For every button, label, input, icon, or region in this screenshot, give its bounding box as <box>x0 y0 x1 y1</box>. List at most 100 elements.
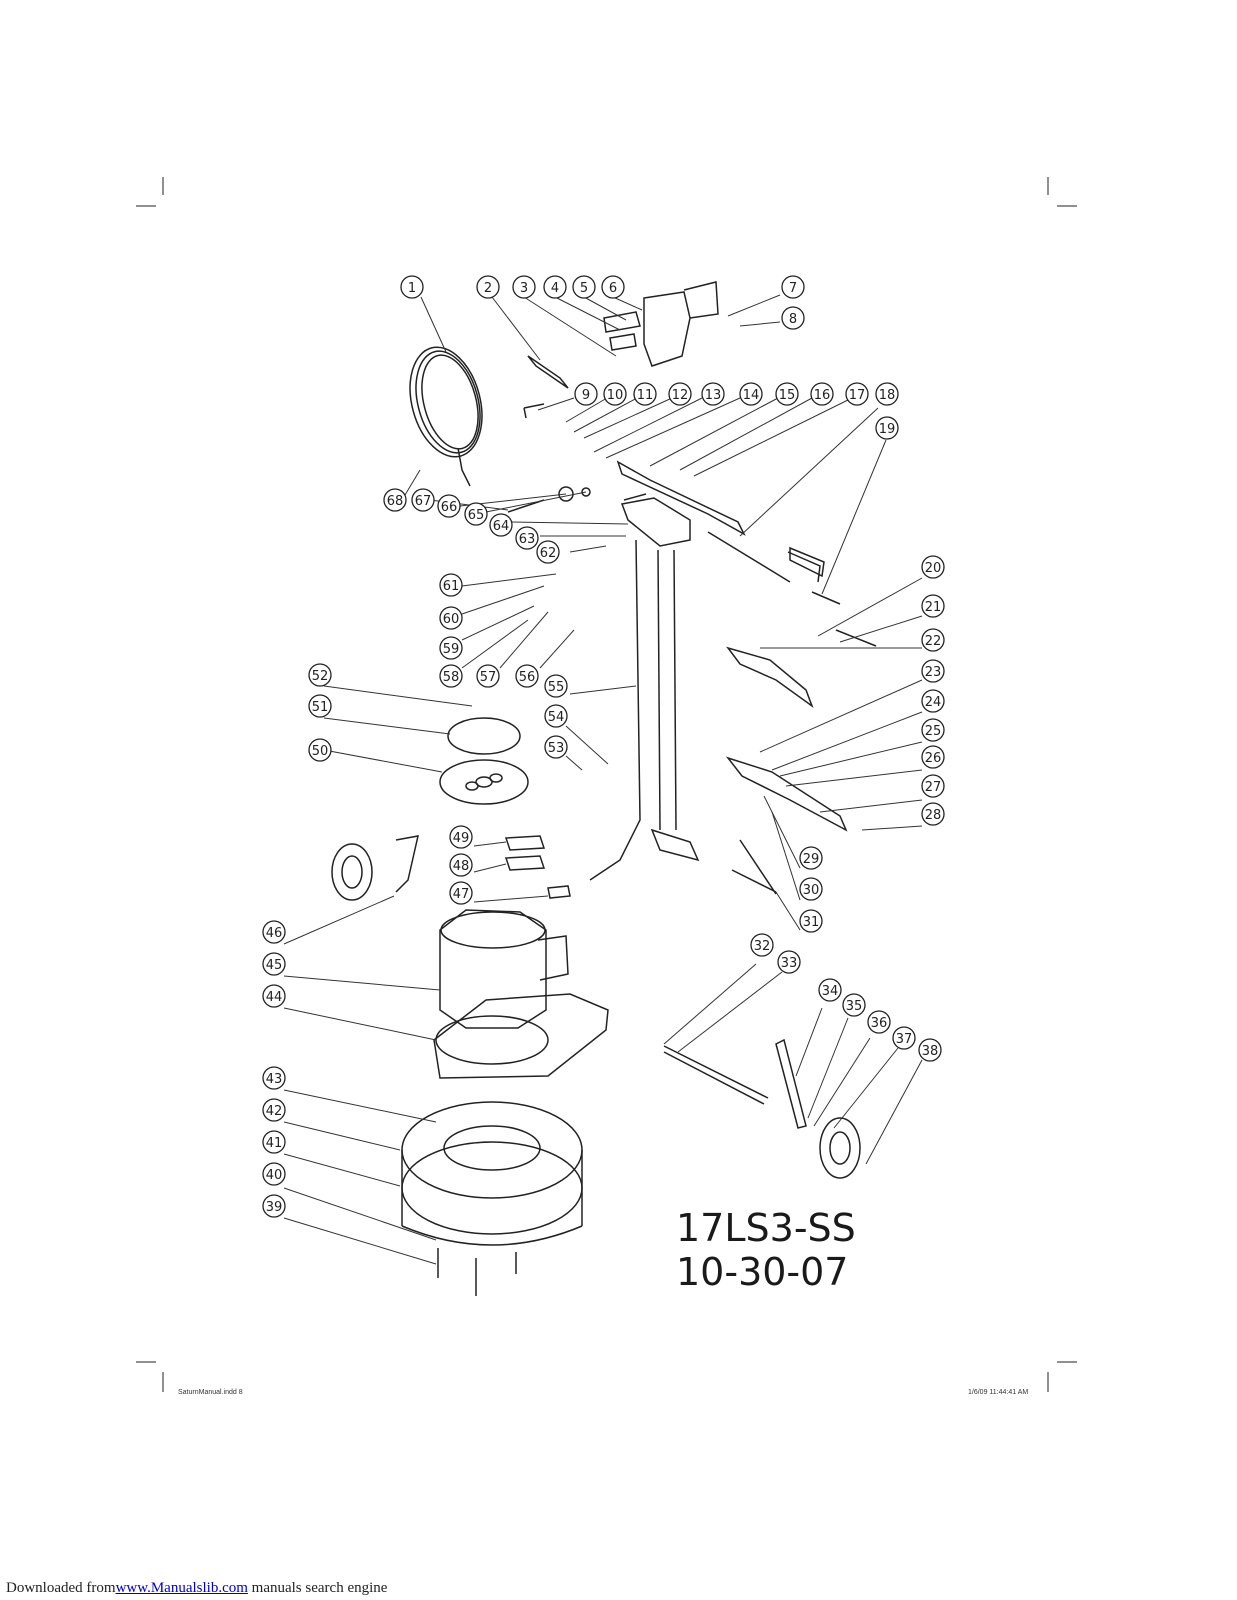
callout-14: 14 <box>739 382 763 406</box>
download-suffix: manuals search engine <box>247 1580 388 1596</box>
callout-34: 34 <box>818 978 842 1002</box>
callout-20: 20 <box>921 555 945 579</box>
callout-number: 35 <box>846 999 863 1014</box>
callout-13: 13 <box>701 382 725 406</box>
callout-21: 21 <box>921 594 945 618</box>
callout-50: 50 <box>308 738 332 762</box>
callout-27: 27 <box>921 774 945 798</box>
callout-2: 2 <box>476 275 500 299</box>
pad-plate <box>447 717 521 755</box>
callout-number: 36 <box>871 1016 888 1031</box>
callout-51: 51 <box>308 694 332 718</box>
footer-file-label: SaturnManual.indd 8 <box>178 1389 243 1396</box>
callout-number: 16 <box>814 388 831 403</box>
callout-number: 29 <box>803 852 820 867</box>
chassis <box>433 993 609 1079</box>
callout-26: 26 <box>921 745 945 769</box>
model-date: 10-30-07 <box>676 1250 849 1294</box>
callout-number: 53 <box>548 741 565 756</box>
callout-45: 45 <box>262 952 286 976</box>
callout-1: 1 <box>400 275 424 299</box>
callout-43: 43 <box>262 1066 286 1090</box>
manualslib-link[interactable]: www.Manualslib.com <box>115 1580 248 1596</box>
callout-number: 14 <box>743 388 760 403</box>
machine-parts <box>331 281 877 1296</box>
callout-24: 24 <box>921 689 945 713</box>
callout-number: 24 <box>925 695 942 710</box>
callout-number: 46 <box>266 926 283 941</box>
callout-number: 42 <box>266 1104 283 1119</box>
callout-33: 33 <box>777 950 801 974</box>
model-label: 17LS3-SS 10-30-07 <box>676 1206 856 1294</box>
callout-48: 48 <box>449 853 473 877</box>
callout-number: 30 <box>803 883 820 898</box>
callout-30: 30 <box>799 877 823 901</box>
motor <box>439 909 547 1029</box>
callout-61: 61 <box>439 573 463 597</box>
cable <box>589 539 641 881</box>
switch-box <box>643 291 691 367</box>
callout-47: 47 <box>449 881 473 905</box>
callout-number: 23 <box>925 665 942 680</box>
callout-53: 53 <box>544 735 568 759</box>
callout-31: 31 <box>799 909 823 933</box>
callout-number: 3 <box>520 281 528 296</box>
callout-15: 15 <box>775 382 799 406</box>
callout-number: 60 <box>443 612 460 627</box>
grip-2 <box>527 355 569 389</box>
callout-62: 62 <box>536 540 560 564</box>
callout-number: 27 <box>925 780 942 795</box>
callout-68: 68 <box>383 488 407 512</box>
callout-29: 29 <box>799 846 823 870</box>
callout-number: 45 <box>266 958 283 973</box>
callout-16: 16 <box>810 382 834 406</box>
callout-number: 22 <box>925 634 942 649</box>
callout-number: 55 <box>548 680 565 695</box>
callout-23: 23 <box>921 659 945 683</box>
callout-number: 39 <box>266 1200 283 1215</box>
callout-number: 43 <box>266 1072 283 1087</box>
callout-number: 8 <box>789 312 797 327</box>
callout-7: 7 <box>781 275 805 299</box>
callout-number: 54 <box>548 710 565 725</box>
callout-number: 49 <box>453 831 470 846</box>
callout-number: 13 <box>705 388 722 403</box>
callout-39: 39 <box>262 1194 286 1218</box>
callout-46: 46 <box>262 920 286 944</box>
callout-number: 58 <box>443 670 460 685</box>
base-housing <box>401 1101 583 1199</box>
callout-4: 4 <box>543 275 567 299</box>
callout-number: 63 <box>519 532 536 547</box>
power-cord-coil <box>409 346 483 487</box>
callout-number: 1 <box>408 281 416 296</box>
callout-6: 6 <box>601 275 625 299</box>
callout-number: 19 <box>879 422 896 437</box>
callout-10: 10 <box>603 382 627 406</box>
callout-number: 18 <box>879 388 896 403</box>
callout-57: 57 <box>476 664 500 688</box>
callout-number: 47 <box>453 887 470 902</box>
callout-number: 34 <box>822 984 839 999</box>
callout-56: 56 <box>515 664 539 688</box>
callout-number: 68 <box>387 494 404 509</box>
callout-52: 52 <box>308 663 332 687</box>
callout-number: 7 <box>789 281 797 296</box>
footer-timestamp: 1/6/09 11:44:41 AM <box>968 1389 1029 1396</box>
callout-number: 66 <box>441 500 458 515</box>
callout-number: 4 <box>551 281 559 296</box>
callout-60: 60 <box>439 606 463 630</box>
callout-number: 40 <box>266 1168 283 1183</box>
callout-number: 51 <box>312 700 329 715</box>
callout-number: 20 <box>925 561 942 576</box>
callout-number: 62 <box>540 546 557 561</box>
download-prefix: Downloaded from <box>6 1580 116 1596</box>
callout-32: 32 <box>750 933 774 957</box>
callout-number: 65 <box>468 508 485 523</box>
callout-number: 61 <box>443 579 460 594</box>
wheel-left <box>331 843 373 901</box>
callout-number: 33 <box>781 956 798 971</box>
callout-19: 19 <box>875 416 899 440</box>
callout-number: 56 <box>519 670 536 685</box>
callout-number: 64 <box>493 519 510 534</box>
